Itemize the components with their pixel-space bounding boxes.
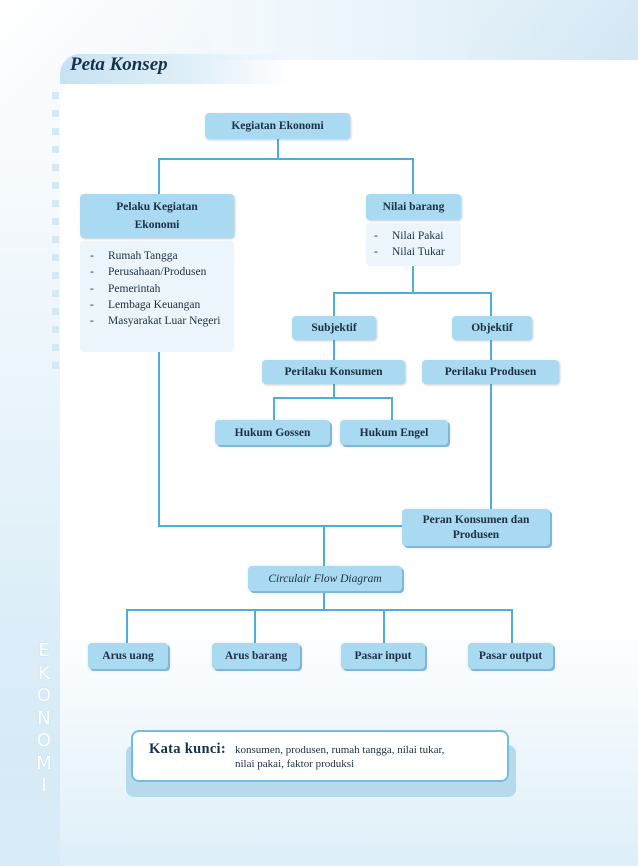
connector-line [333,292,335,316]
side-letter: K [38,662,50,684]
node-subjektif: Subjektif [292,316,376,340]
connector-line [383,609,385,643]
connector-line [412,266,414,293]
list-item: Lembaga Keuangan [90,297,224,314]
node-perilaku-konsumen: Perilaku Konsumen [262,360,405,384]
connector-line [391,397,393,420]
connector-line [490,292,492,316]
node-peran-line2: Produsen [452,528,500,541]
list-item: Perusahaan/Produsen [90,264,224,281]
side-letter: O [36,730,52,751]
side-letter: N [37,707,51,729]
connector-line [158,158,414,160]
list-item: Nilai Pakai [374,228,455,245]
connector-line [490,384,492,509]
list-item: Pemerintah [90,281,224,298]
kata-kunci-box: Kata kunci: konsumen, produsen, rumah ta… [131,730,509,782]
node-hukum-gossen: Hukum Gossen [215,420,330,445]
node-arus-barang: Arus barang [212,643,300,669]
node-pasar-output: Pasar output [468,643,553,669]
side-letter: I [41,775,47,796]
list-item: Masyarakat Luar Negeri [90,313,224,330]
node-kegiatan-ekonomi: Kegiatan Ekonomi [205,113,350,139]
node-peran-konsumen-produsen: Peran Konsumen dan Produsen [402,509,550,546]
connector-line [273,397,393,399]
node-objektif: Objektif [452,316,532,340]
kata-kunci-label: Kata kunci: [149,741,227,757]
connector-line [158,525,404,527]
connector-line [333,384,335,398]
side-letter: M [36,752,52,774]
square-decoration-strip [52,92,61,380]
node-arus-uang: Arus uang [88,643,168,669]
connector-line [126,609,128,643]
page-title: Peta Konsep [70,54,168,75]
nilai-list-panel: Nilai Pakai Nilai Tukar [366,223,461,266]
connector-line [412,158,414,194]
connector-line [277,139,279,159]
pelaku-list-panel: Rumah Tangga Perusahaan/Produsen Pemerin… [80,241,234,352]
connector-line [254,609,256,643]
connector-line [273,397,275,420]
connector-line [333,292,492,294]
node-circular-flow-diagram: Circulair Flow Diagram [248,566,402,591]
list-item: Nilai Tukar [374,244,455,261]
connector-line [158,352,160,526]
node-pelaku-line2: Ekonomi [134,219,180,231]
node-nilai-barang: Nilai barang [366,194,461,220]
node-pelaku-kegiatan-ekonomi: Pelaku Kegiatan Ekonomi [80,194,234,238]
title-bar [60,54,290,84]
connector-line [490,340,492,360]
node-pelaku-line1: Pelaku Kegiatan [116,201,198,213]
connector-line [158,158,160,194]
connector-line [323,525,325,566]
side-letter: O [36,685,52,706]
node-perilaku-produsen: Perilaku Produsen [422,360,559,384]
kata-kunci-text: konsumen, produsen, rumah tangga, nilai … [235,743,505,771]
kata-kunci-line2: nilai pakai, faktor produksi [235,758,355,770]
node-peran-line1: Peran Konsumen dan [422,513,530,526]
kata-kunci-line1: konsumen, produsen, rumah tangga, nilai … [235,744,445,756]
node-pasar-input: Pasar input [341,643,425,669]
connector-line [126,609,513,611]
side-subject-label: E K O N O M I [34,640,54,798]
connector-line [323,591,325,610]
node-hukum-engel: Hukum Engel [340,420,448,445]
connector-line [333,340,335,360]
connector-line [511,609,513,643]
list-item: Rumah Tangga [90,248,224,265]
side-letter: E [38,640,50,661]
